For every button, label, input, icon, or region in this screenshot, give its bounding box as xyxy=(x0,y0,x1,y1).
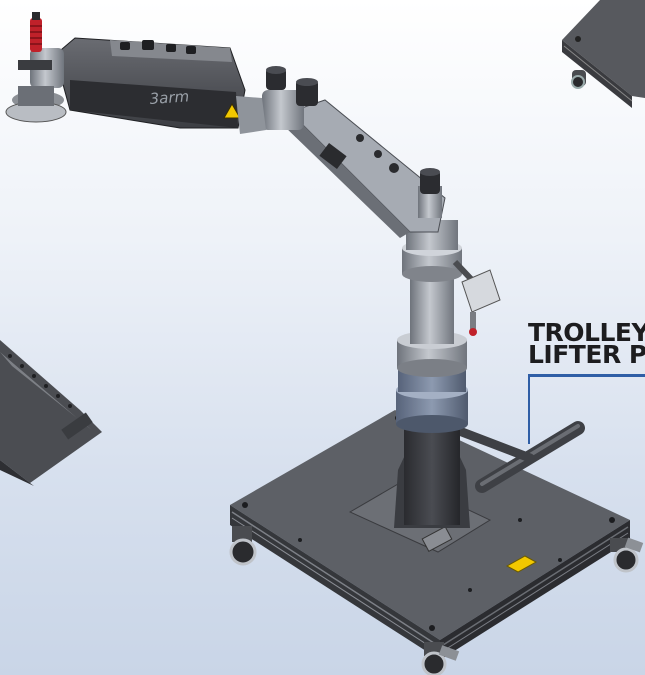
arm-logo: 3arm xyxy=(149,87,190,108)
callout-line-2: LIFTER P xyxy=(528,340,645,369)
castor-wheel-left xyxy=(229,526,257,566)
lift-column xyxy=(394,220,470,528)
castor-wheel-right xyxy=(610,537,644,573)
rail-track-left xyxy=(0,340,102,486)
tool-head xyxy=(5,12,67,123)
trolley-lifter-callout: TROLLEY LIFTER P xyxy=(528,318,645,369)
callout-leader-horizontal xyxy=(528,374,645,377)
callout-line-1: TROLLEY xyxy=(528,318,645,347)
arm-body-upper xyxy=(54,37,266,134)
callout-leader-vertical xyxy=(528,374,530,444)
sensor-module xyxy=(452,259,501,336)
arm-link-lower xyxy=(282,99,446,238)
elbow-joint xyxy=(262,66,318,130)
warning-sticker xyxy=(505,555,538,573)
lifter-handle xyxy=(457,421,585,493)
trolley-corner-top-right xyxy=(562,0,645,108)
castor-wheel-front xyxy=(421,642,460,675)
